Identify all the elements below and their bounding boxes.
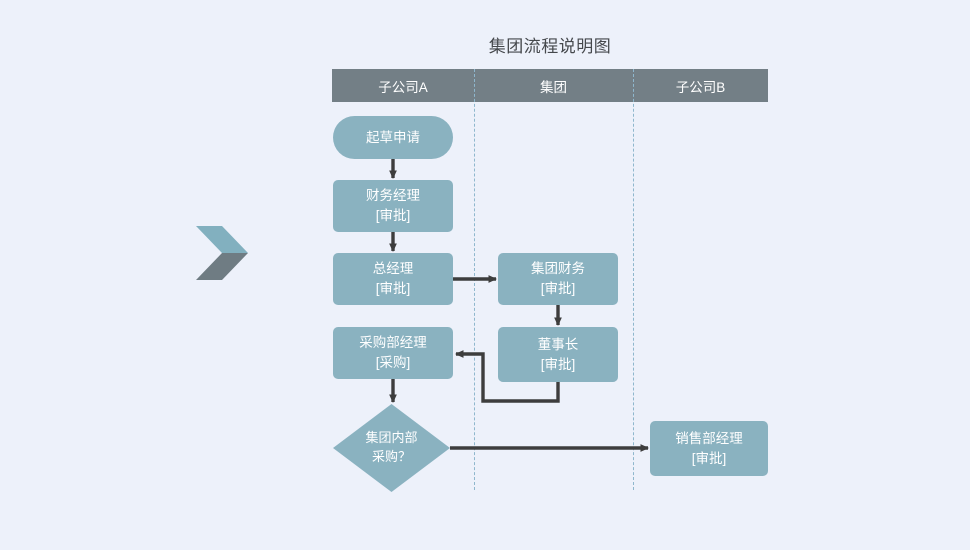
diagram-title: 集团流程说明图 [488,37,612,56]
lane-header-subsidiary-a: 子公司A [378,79,428,95]
node-sales-manager[interactable]: 销售部经理 [审批] [650,421,768,476]
node-sales-manager-line1: 销售部经理 [675,430,743,446]
node-chairman-line1: 董事长 [537,336,579,352]
node-finance-manager-line2: [审批] [375,208,411,223]
node-group-finance[interactable]: 集团财务 [审批] [498,253,618,305]
node-general-manager-line1: 总经理 [372,261,414,277]
node-draft-application[interactable]: 起草申请 [333,116,453,159]
lane-header-subsidiary-b: 子公司B [675,79,726,95]
node-group-finance-line1: 集团财务 [531,261,585,277]
chevron-logo [194,224,252,282]
node-general-manager-line2: [审批] [375,281,411,296]
node-decision-internal-procurement[interactable]: 集团内部 采购？ [333,404,450,492]
node-group-finance-line2: [审批] [540,281,576,296]
lane-header-group: 集团 [540,79,567,95]
node-finance-manager-line1: 财务经理 [366,188,420,204]
lane-divider-b-c [633,69,634,490]
chevron-top-half [196,226,248,253]
lane-divider-a-b [474,69,475,490]
node-procurement-manager-line2: [采购] [375,355,411,370]
node-draft-application-line1: 起草申请 [366,129,420,145]
chevron-logo-svg [196,226,248,280]
node-sales-manager-line2: [审批] [691,450,727,466]
node-chairman-line2: [审批] [540,356,576,372]
node-finance-manager[interactable]: 财务经理 [审批] [333,180,453,232]
node-chairman[interactable]: 董事长 [审批] [498,327,618,382]
node-decision-line1: 集团内部 [365,430,418,446]
node-procurement-manager-line1: 采购部经理 [359,335,427,351]
node-general-manager[interactable]: 总经理 [审批] [333,253,453,305]
swimlane-header-bar: 子公司A 集团 子公司B [332,69,768,102]
node-decision-line2: 采购？ [371,449,411,464]
node-procurement-manager[interactable]: 采购部经理 [采购] [333,327,453,379]
decision-label-wrapper: 集团内部 采购？ [333,404,450,492]
decision-diamond-shape [333,404,450,492]
chevron-bottom-half [196,253,248,280]
